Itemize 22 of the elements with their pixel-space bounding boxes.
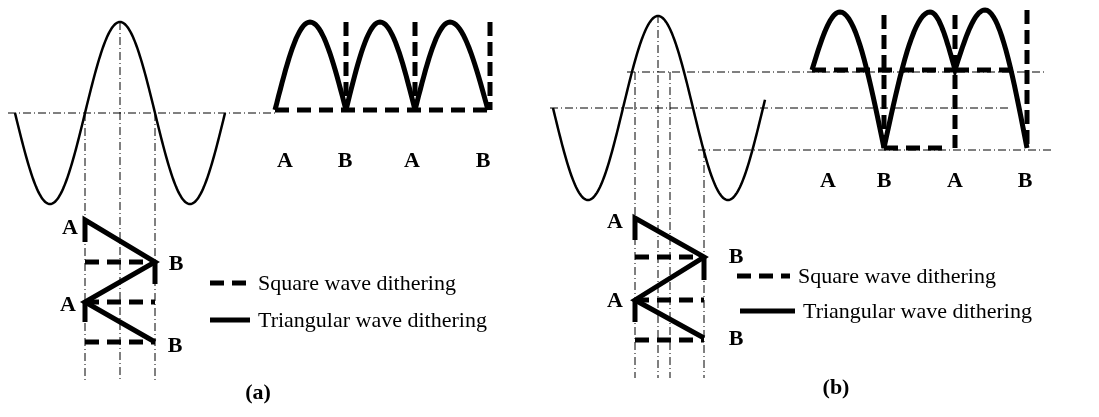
legend-text: Triangular wave dithering [258,309,487,331]
position-label: B [728,245,744,267]
position-label: A [60,293,76,315]
waveform-point-label: A [820,169,836,191]
position-label: A [62,216,78,238]
waveform-point-label: A [947,169,963,191]
waveform-point-label: B [337,149,353,171]
waveform-point-label: B [475,149,491,171]
waveform-point-label: A [404,149,420,171]
legend-text: Square wave dithering [798,265,996,287]
position-label: A [607,210,623,232]
waveform-point-label: B [1017,169,1033,191]
panel-caption: (b) [822,376,850,398]
panel-caption: (a) [245,381,271,403]
position-label: B [167,334,183,356]
position-label: B [168,252,184,274]
legend-text: Square wave dithering [258,272,456,294]
waveform-point-label: B [876,169,892,191]
waveform-point-label: A [277,149,293,171]
legend-text: Triangular wave dithering [803,300,1032,322]
position-label: A [607,289,623,311]
position-label: B [728,327,744,349]
